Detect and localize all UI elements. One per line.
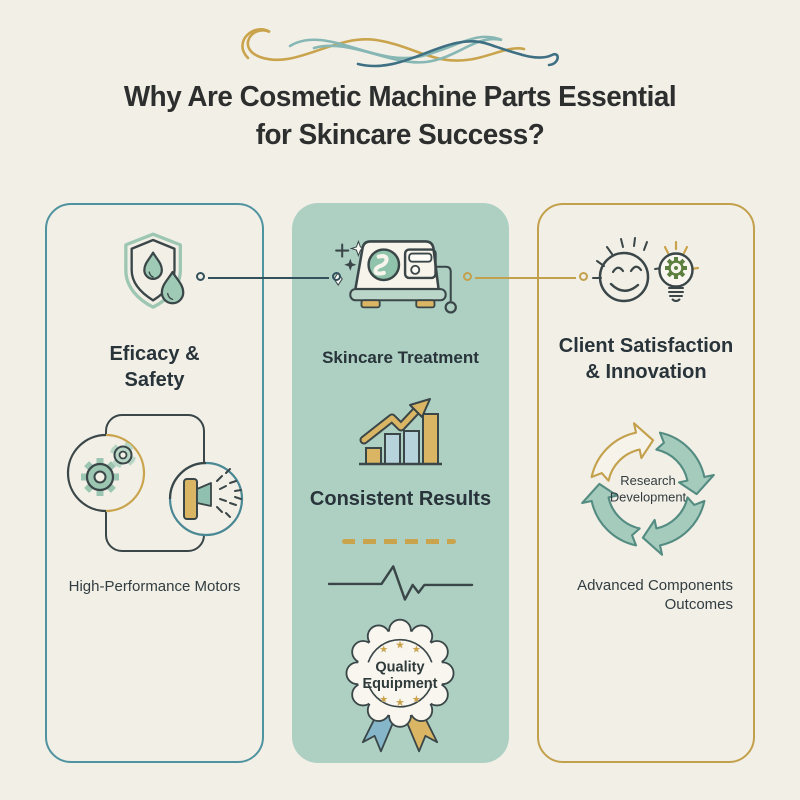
motors-gears-spray-icon [66, 414, 244, 552]
efficacy-heading-line1: Eficacy & [109, 343, 200, 365]
page-title: Why Are Cosmetic Machine Parts Essential… [16, 78, 784, 154]
smiley-lightbulb-icon [592, 237, 700, 303]
svg-text:★: ★ [412, 694, 421, 705]
quality-badge-icon: ★ ★ ★ ★ ★ ★ Quality Equipment [345, 618, 455, 753]
sun-rays-icon [592, 237, 663, 279]
treatment-label: Skincare Treatment [322, 348, 479, 367]
svg-text:★: ★ [379, 694, 388, 705]
svg-text:★: ★ [412, 644, 421, 655]
pulse-line-icon [328, 565, 474, 601]
page-title-line1: Why Are Cosmetic Machine Parts Essential [123, 81, 677, 113]
panel-client-innovation: Client Satisfaction & Innovation Researc… [537, 203, 755, 763]
badge-line2: Equipment [363, 676, 438, 692]
panel-efficacy-safety: Eficacy & Safety [45, 203, 264, 763]
flourish-swirl-icon [241, 28, 559, 68]
cycle-arrows-icon: Research Development [581, 422, 715, 556]
lightbulb-gear-icon [658, 240, 700, 302]
panel-skincare-treatment: Skincare Treatment Consistent Results [292, 203, 509, 763]
innovation-heading: Client Satisfaction & Innovation [539, 333, 753, 385]
motors-caption: High-Performance Motors [68, 578, 241, 595]
badge-line1: Quality [375, 659, 424, 675]
svg-text:★: ★ [395, 696, 405, 709]
spray-nozzle-icon [168, 461, 244, 537]
growth-chart-icon [359, 398, 442, 466]
shield-droplets-icon [124, 232, 185, 309]
innovation-heading-line2: & Innovation [585, 361, 707, 383]
badge-stars: ★ ★ ★ ★ ★ ★ [379, 639, 421, 709]
svg-text:★: ★ [395, 639, 405, 652]
dashed-divider [342, 539, 456, 544]
innovation-caption: Advanced Components Outcomes [548, 576, 733, 614]
innovation-caption-line1: Advanced Components [577, 577, 733, 594]
innovation-caption-line2: Outcomes [664, 596, 733, 613]
gears-icon [66, 433, 146, 513]
innovation-heading-line1: Client Satisfaction [558, 335, 734, 357]
cycle-label-line1: Research [620, 473, 675, 488]
page-title-line2: for Skincare Success? [255, 119, 545, 151]
skincare-machine-icon [333, 239, 457, 314]
results-label: Consistent Results [309, 488, 492, 510]
efficacy-heading-line2: Safety [124, 369, 185, 391]
svg-text:★: ★ [379, 644, 388, 655]
cycle-label-line2: Development [610, 489, 687, 504]
efficacy-heading: Eficacy & Safety [47, 341, 262, 393]
